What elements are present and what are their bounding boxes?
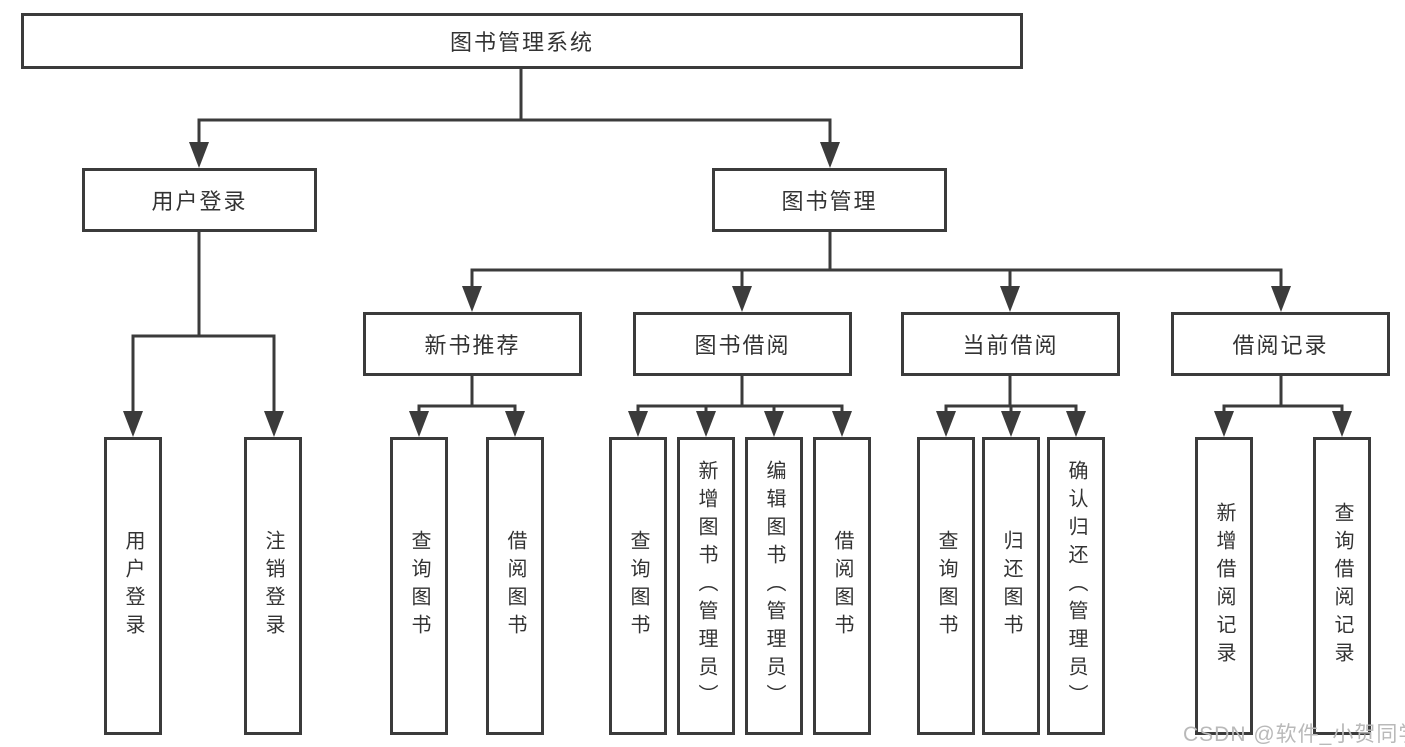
leaf-query-book-recommend: 查询图书 — [390, 437, 448, 735]
leaf-query-book-current-label: 查询图书 — [935, 530, 957, 642]
node-current-borrowing-label: 当前借阅 — [962, 333, 1059, 358]
arrowhead — [462, 286, 482, 312]
leaf-edit-book-admin-label: 编辑图书（管理员） — [763, 460, 785, 712]
leaf-borrow-book: 借阅图书 — [813, 437, 871, 735]
node-book-management: 图书管理 — [712, 168, 947, 232]
node-borrowing-records: 借阅记录 — [1171, 312, 1390, 376]
node-book-borrowing-label: 图书借阅 — [694, 333, 791, 358]
node-new-book-recommend-label: 新书推荐 — [424, 333, 521, 358]
node-user-login-label: 用户登录 — [151, 189, 248, 214]
leaf-query-borrow-record-label: 查询借阅记录 — [1331, 502, 1353, 670]
arrowhead — [1066, 411, 1086, 437]
arrowhead — [936, 411, 956, 437]
leaf-edit-book-admin: 编辑图书（管理员） — [745, 437, 803, 735]
arrowhead — [764, 411, 784, 437]
leaf-borrow-book-recommend: 借阅图书 — [486, 437, 544, 735]
node-borrowing-records-label: 借阅记录 — [1232, 333, 1329, 358]
leaf-logout: 注销登录 — [244, 437, 302, 735]
leaf-add-borrow-record-label: 新增借阅记录 — [1213, 502, 1235, 670]
arrowhead — [189, 142, 209, 168]
arrowhead — [1332, 411, 1352, 437]
leaf-query-borrow-record: 查询借阅记录 — [1313, 437, 1371, 735]
leaf-borrow-book-recommend-label: 借阅图书 — [504, 530, 526, 642]
leaf-query-book-current: 查询图书 — [917, 437, 975, 735]
arrowhead — [409, 411, 429, 437]
arrowheads — [123, 142, 1352, 437]
arrowhead — [1001, 411, 1021, 437]
leaf-add-book-admin: 新增图书（管理员） — [677, 437, 735, 735]
csdn-watermark: CSDN @软件_小贺同学 — [1183, 723, 1405, 746]
node-book-borrowing: 图书借阅 — [633, 312, 852, 376]
arrowhead — [820, 142, 840, 168]
arrowhead — [1214, 411, 1234, 437]
node-root-label: 图书管理系统 — [449, 30, 594, 55]
node-root: 图书管理系统 — [21, 13, 1023, 69]
leaf-return-book: 归还图书 — [982, 437, 1040, 735]
leaf-add-borrow-record: 新增借阅记录 — [1195, 437, 1253, 735]
arrowhead — [696, 411, 716, 437]
arrowhead — [123, 411, 143, 437]
tree-edges — [131, 67, 1344, 415]
node-new-book-recommend: 新书推荐 — [363, 312, 582, 376]
leaf-query-book-borrow-label: 查询图书 — [627, 530, 649, 642]
arrowhead — [732, 286, 752, 312]
node-current-borrowing: 当前借阅 — [901, 312, 1120, 376]
arrowhead — [264, 411, 284, 437]
leaf-borrow-book-label: 借阅图书 — [831, 530, 853, 642]
node-book-management-label: 图书管理 — [781, 189, 878, 214]
leaf-logout-label: 注销登录 — [262, 530, 284, 642]
leaf-return-book-label: 归还图书 — [1000, 530, 1022, 642]
node-user-login: 用户登录 — [82, 168, 317, 232]
arrowhead — [628, 411, 648, 437]
leaf-user-login: 用户登录 — [104, 437, 162, 735]
arrowhead — [832, 411, 852, 437]
leaf-add-book-admin-label: 新增图书（管理员） — [695, 460, 717, 712]
leaf-query-book-recommend-label: 查询图书 — [408, 530, 430, 642]
leaf-user-login-label: 用户登录 — [122, 530, 144, 642]
arrowhead — [1000, 286, 1020, 312]
leaf-confirm-return-admin: 确认归还（管理员） — [1047, 437, 1105, 735]
leaf-query-book-borrow: 查询图书 — [609, 437, 667, 735]
arrowhead — [505, 411, 525, 437]
arrowhead — [1271, 286, 1291, 312]
leaf-confirm-return-admin-label: 确认归还（管理员） — [1065, 460, 1087, 712]
